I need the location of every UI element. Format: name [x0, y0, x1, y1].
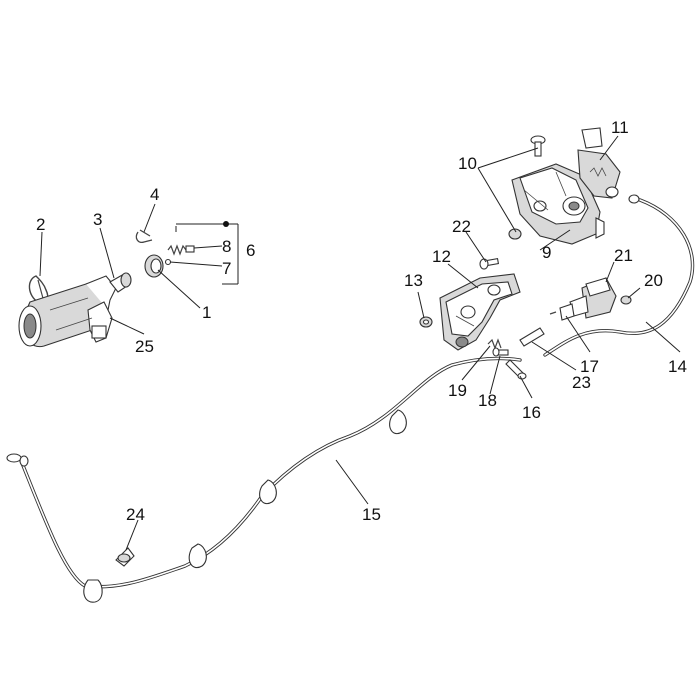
cable-15-end-eye	[6, 453, 29, 467]
callout-8: 8	[222, 237, 231, 256]
part-16-rod	[505, 359, 527, 380]
callout-21: 21	[614, 246, 633, 265]
part-18-bolt	[492, 347, 509, 357]
group-6-bracket	[175, 221, 239, 285]
callout-22: 22	[452, 217, 471, 236]
part-21-actuator	[569, 277, 617, 319]
callout-14: 14	[668, 357, 687, 376]
callout-3: 3	[93, 210, 102, 229]
part-23-pin	[519, 327, 545, 347]
part-13-nut	[419, 316, 433, 328]
callout-18: 18	[478, 391, 497, 410]
callout-17: 17	[580, 357, 599, 376]
part-22-screw	[479, 258, 500, 270]
part-7-pin	[164, 258, 172, 266]
part-3-barrel	[109, 272, 132, 293]
callout-23: 23	[572, 373, 591, 392]
part-10-screw-top	[530, 135, 546, 157]
part-1-cap	[144, 254, 164, 278]
callout-7: 7	[222, 259, 231, 278]
part-4-clip	[135, 229, 153, 244]
part-9-latch-plate	[511, 163, 605, 245]
part-12-latch-body	[439, 273, 521, 351]
callout-2: 2	[36, 215, 45, 234]
callout-11: 11	[611, 118, 629, 137]
cable-15-clips	[83, 409, 407, 603]
callout-1: 1	[202, 303, 211, 322]
callout-labels: 2 3 4 1 8 7 6 25 10 11 9 22 12 13 21 20 …	[36, 118, 687, 524]
group-6-dot	[223, 221, 229, 227]
callout-6: 6	[246, 241, 255, 260]
callout-24: 24	[126, 505, 145, 524]
callout-4: 4	[150, 185, 159, 204]
callout-10: 10	[458, 154, 477, 173]
callout-25: 25	[135, 337, 154, 356]
part-17-connector	[549, 303, 575, 321]
leader-lines	[39, 135, 681, 551]
part-11-bracket	[577, 127, 621, 199]
cable-15	[6, 356, 522, 603]
part-25-housing	[18, 275, 117, 348]
part-10-screw-bottom	[508, 228, 522, 240]
part-24-clamp	[115, 547, 135, 567]
callout-20: 20	[644, 271, 663, 290]
callout-12: 12	[432, 247, 451, 266]
callout-19: 19	[448, 381, 467, 400]
callout-9: 9	[542, 243, 551, 262]
callout-15: 15	[362, 505, 381, 524]
callout-13: 13	[404, 271, 423, 290]
callout-16: 16	[522, 403, 541, 422]
part-8-spring	[167, 244, 195, 256]
